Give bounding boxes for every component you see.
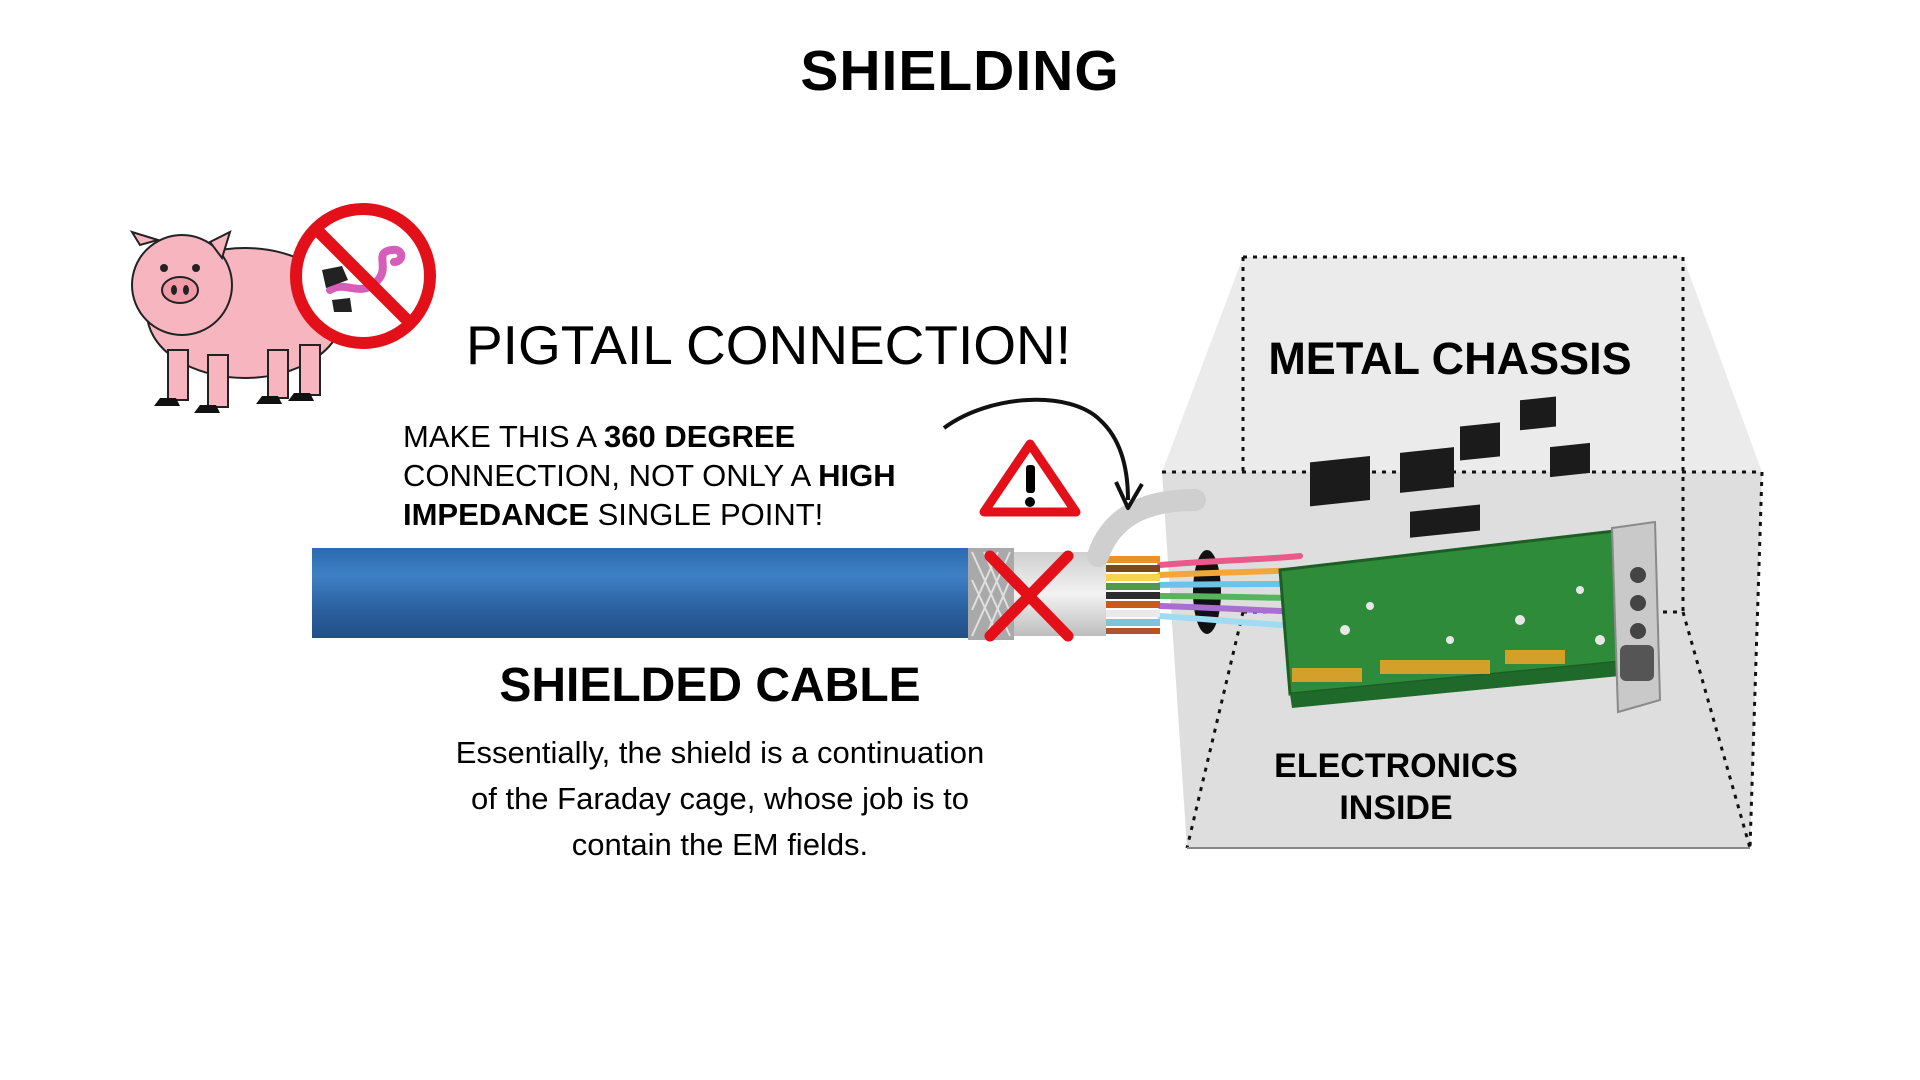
- pcb-chips: [1310, 396, 1590, 538]
- electronics-inside-label: ELECTRONICS INSIDE: [1246, 745, 1546, 829]
- pcb-bracket: [1610, 520, 1662, 714]
- pcb-card-icon: [1278, 396, 1662, 714]
- shielded-cable-icon: [312, 489, 1206, 640]
- pigtail-warning-note: MAKE THIS A 360 DEGREE CONNECTION, NOT O…: [403, 417, 943, 534]
- pcb-components: [1340, 586, 1605, 645]
- metal-chassis-label: METAL CHASSIS: [1268, 333, 1632, 384]
- curved-arrow-icon: [942, 397, 1144, 510]
- note-bold-2: HIGH IMPEDANCE: [403, 458, 896, 532]
- page-title: SHIELDING: [800, 39, 1120, 103]
- curly-tail-icon: [326, 245, 406, 294]
- shielded-cable-description: Essentially, the shield is a continuatio…: [455, 735, 985, 862]
- note-text-2: CONNECTION, NOT ONLY A: [403, 458, 819, 493]
- pcb-gold-contacts: [1292, 650, 1565, 682]
- no-sign-icon: [290, 203, 436, 349]
- cable-conductors: [1106, 556, 1160, 634]
- chassis-top-face: [1162, 257, 1762, 472]
- electronics-label-line1: ELECTRONICS: [1274, 747, 1518, 785]
- note-bold-1: 360 DEGREE: [604, 419, 796, 454]
- pigtail-heading: PIGTAIL CONNECTION!: [466, 314, 1072, 376]
- note-text-1: MAKE THIS A: [403, 419, 605, 454]
- pigtail-drain-wire: [1087, 489, 1206, 567]
- cable-outer-jacket: [312, 548, 972, 638]
- warning-triangle-icon: [979, 439, 1081, 517]
- note-text-3: SINGLE POINT!: [589, 497, 824, 532]
- red-x-icon: [984, 550, 1074, 642]
- shielded-cable-heading: SHIELDED CABLE: [499, 659, 921, 712]
- electronics-label-line2: INSIDE: [1339, 789, 1453, 827]
